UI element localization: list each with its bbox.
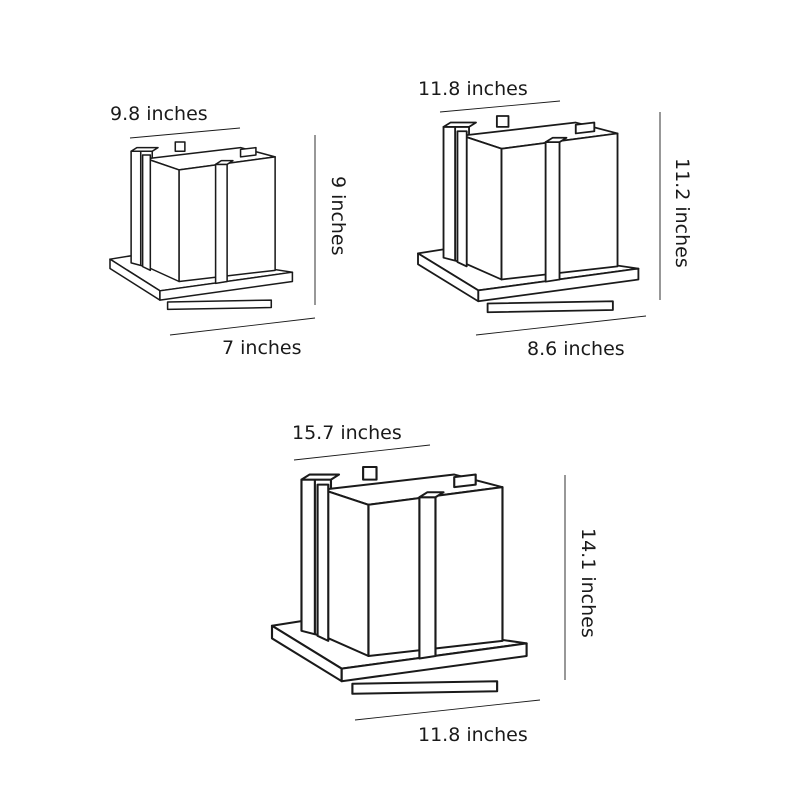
depth-dimension-line-large (354, 699, 541, 721)
depth-label-medium: 8.6 inches (527, 338, 625, 360)
width-label-large: 15.7 inches (292, 422, 402, 444)
width-dimension-line-medium (439, 100, 561, 113)
depth-dimension-line-medium (475, 315, 647, 336)
figure-large: 15.7 inches 14.1 inches 11.8 inches (270, 422, 599, 746)
width-dimension-line-small (129, 127, 241, 139)
product-drawing-medium (417, 115, 640, 314)
product-drawing-small (109, 141, 294, 311)
height-label-small: 9 inches (327, 176, 349, 256)
width-label-medium: 11.8 inches (418, 78, 528, 100)
figure-small: 9.8 inches 9 inches 7 inches (109, 103, 349, 359)
width-dimension-line-large (293, 444, 431, 461)
depth-dimension-line-small (169, 317, 316, 336)
height-label-large: 14.1 inches (577, 528, 599, 638)
depth-label-large: 11.8 inches (418, 724, 528, 746)
figure-medium: 11.8 inches 11.2 inches 8.6 inches (417, 78, 693, 360)
width-label-small: 9.8 inches (110, 103, 208, 125)
product-drawing-large (270, 465, 528, 695)
depth-label-small: 7 inches (222, 337, 302, 359)
height-label-medium: 11.2 inches (671, 158, 693, 268)
